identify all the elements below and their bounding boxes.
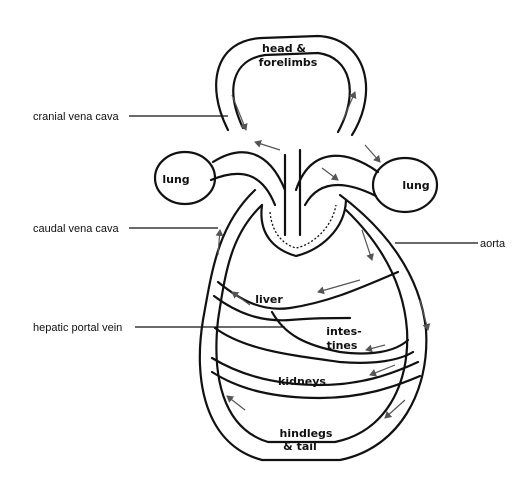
leader-lines <box>129 115 478 328</box>
pulmonary-vessels <box>209 151 380 207</box>
head-label-line2: forelimbs <box>259 56 318 69</box>
kidney-circuit <box>210 356 422 400</box>
cranial-vena-cava-label: cranial vena cava <box>33 111 119 123</box>
kidneys-label: kidneys <box>278 375 326 388</box>
lung-left-label: lung <box>162 173 189 186</box>
body-circuit <box>198 188 428 462</box>
intestines-label-line2: tines <box>327 339 358 352</box>
liver-intestine-circuit <box>212 270 415 364</box>
liver-label: liver <box>255 293 283 306</box>
intestines-label-line1: intes- <box>326 325 361 338</box>
hindlegs-label-line1: hindlegs <box>280 427 333 440</box>
lung-right-label: lung <box>402 179 429 192</box>
hindlegs-label-line2: & tail <box>283 440 317 453</box>
lung-right <box>371 156 439 214</box>
hepatic-portal-vein-label: hepatic portal vein <box>33 322 122 334</box>
flow-arrows <box>215 91 431 419</box>
aorta-label: aorta <box>480 238 506 250</box>
head-label-line1: head & <box>262 42 306 55</box>
heart <box>260 148 348 258</box>
caudal-vena-cava-label: caudal vena cava <box>33 223 119 235</box>
